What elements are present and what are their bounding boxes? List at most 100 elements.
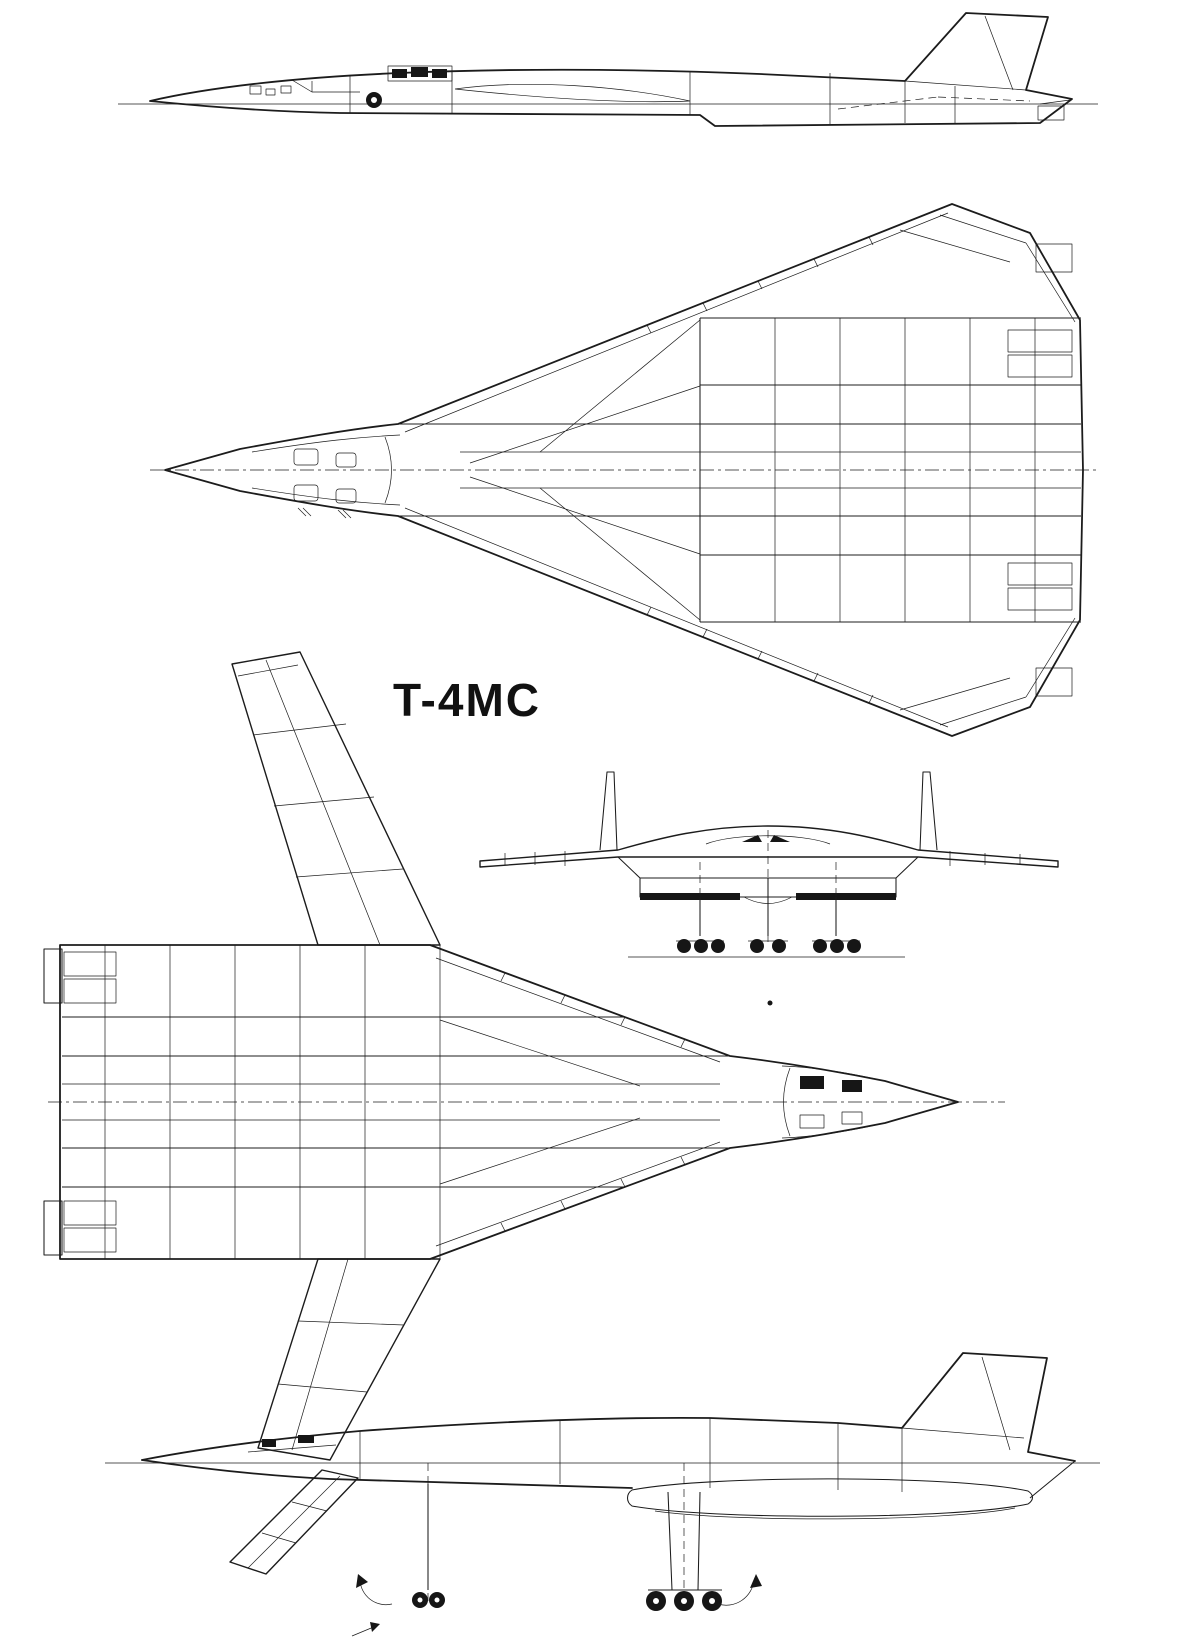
engine-box [699,317,1081,623]
wheel [813,939,827,953]
retraction-arrow [359,1579,393,1605]
tip-box [1035,667,1073,697]
leading-edge-ticks [646,236,874,704]
wing-ribs [277,1258,405,1451]
tip-box [1035,243,1073,273]
cockpit-window [841,1111,863,1125]
arrow-head [370,1622,380,1632]
gear-trace-lines [699,830,837,945]
retraction-arrow [717,1579,755,1606]
wheel-hub [681,1598,687,1604]
wingtip-fin-lines [899,214,1076,726]
gear-bay-shadow [640,893,740,900]
vertical-fin-details [901,1356,1025,1451]
side-view-top [118,12,1098,127]
flap-hinge-ticks [504,851,1021,866]
nozzle-box [1007,562,1073,586]
wheel [711,939,725,953]
structure-diagonals [469,319,701,621]
wing-outline [229,1469,359,1575]
cockpit-window [298,1435,314,1443]
vertical-fin-details [904,15,1027,91]
wing-front-outline [479,825,1059,868]
cockpit-equipment [249,85,292,96]
leading-edge-ticks [500,972,686,1232]
nozzle-box [1007,587,1073,611]
gear-strut [648,1491,722,1591]
aft-bottom-line [1029,1460,1076,1499]
cockpit-window [293,448,319,466]
wing-ribs [237,659,404,946]
rib-lines [104,945,441,1259]
equipment-box [432,69,447,78]
wheel [847,939,861,953]
canopy-line [247,1444,337,1453]
plan-view-bottom [43,651,1005,1461]
wheel-hub [653,1598,659,1604]
structure-diagonals [435,957,721,1247]
nozzle-group [43,948,117,1256]
wing-spread-panel [231,651,441,946]
nozzle-detail [1037,99,1071,121]
wing-outline [257,1258,441,1461]
plan-view-top [150,203,1100,737]
cockpit-window [799,1114,825,1129]
front-view [479,771,1059,958]
main-gear [646,1463,762,1611]
cockpit-details [247,1435,337,1453]
trim-lines [837,96,1031,110]
nozzle-inner-box [63,951,117,977]
cockpit-window [293,484,319,502]
nozzle-box [43,1200,63,1256]
fuselage-lower-outline [141,1459,633,1489]
cockpit-windows [799,1076,863,1129]
wing-drooped-panel [229,1469,359,1575]
wheel [830,939,844,953]
equipment-box [411,67,428,77]
nose-ogive-lines [251,434,401,506]
arrow-head [356,1574,368,1588]
nozzle-box [43,948,63,1004]
box-horizontals [62,1016,624,1188]
nozzle-group [1007,243,1073,697]
weapons-bay-outline [454,83,691,103]
cockpit-windows [293,448,357,519]
leading-edge-inner-lines [404,212,949,728]
cockpit-window [800,1076,824,1089]
cockpit-window [335,488,357,504]
planform-outline [164,203,1084,737]
nozzle-inner-box [63,978,117,1004]
nacelle-inner-line [654,1507,1016,1520]
wheels-front-view [677,939,861,953]
wing-ribs [247,1475,341,1569]
wing-swept-panel [257,1258,441,1461]
arrow-head [750,1574,762,1588]
nozzle-inner-box [63,1227,117,1253]
twin-fins [599,771,938,851]
wheel [694,939,708,953]
wheel-hub [434,1597,440,1603]
fuselage-outline [149,12,1073,127]
wheel [677,939,691,953]
fuselage-side-lines [398,423,1081,517]
avionics-boxes [387,65,453,82]
cockpit-window [842,1080,862,1092]
cockpit-window [335,452,357,468]
fuselage-side-lines [62,1055,730,1149]
engine-nacelle-oval [626,1478,1034,1517]
equipment-box [392,69,407,78]
hatch-marks [297,507,352,519]
nozzle-box [1007,354,1073,378]
nozzle-box [1007,329,1073,353]
aircraft-designation-label: T-4MC [393,674,541,726]
nozzle-inner-box [63,1200,117,1226]
side-view-bottom [105,1352,1100,1637]
wing-outline [231,651,441,946]
panel-lines [359,1418,903,1492]
wheel-well-hub [371,97,377,103]
cockpit-canopy [291,79,360,93]
intake-trunk-lines [62,1083,720,1121]
wheel [772,939,786,953]
